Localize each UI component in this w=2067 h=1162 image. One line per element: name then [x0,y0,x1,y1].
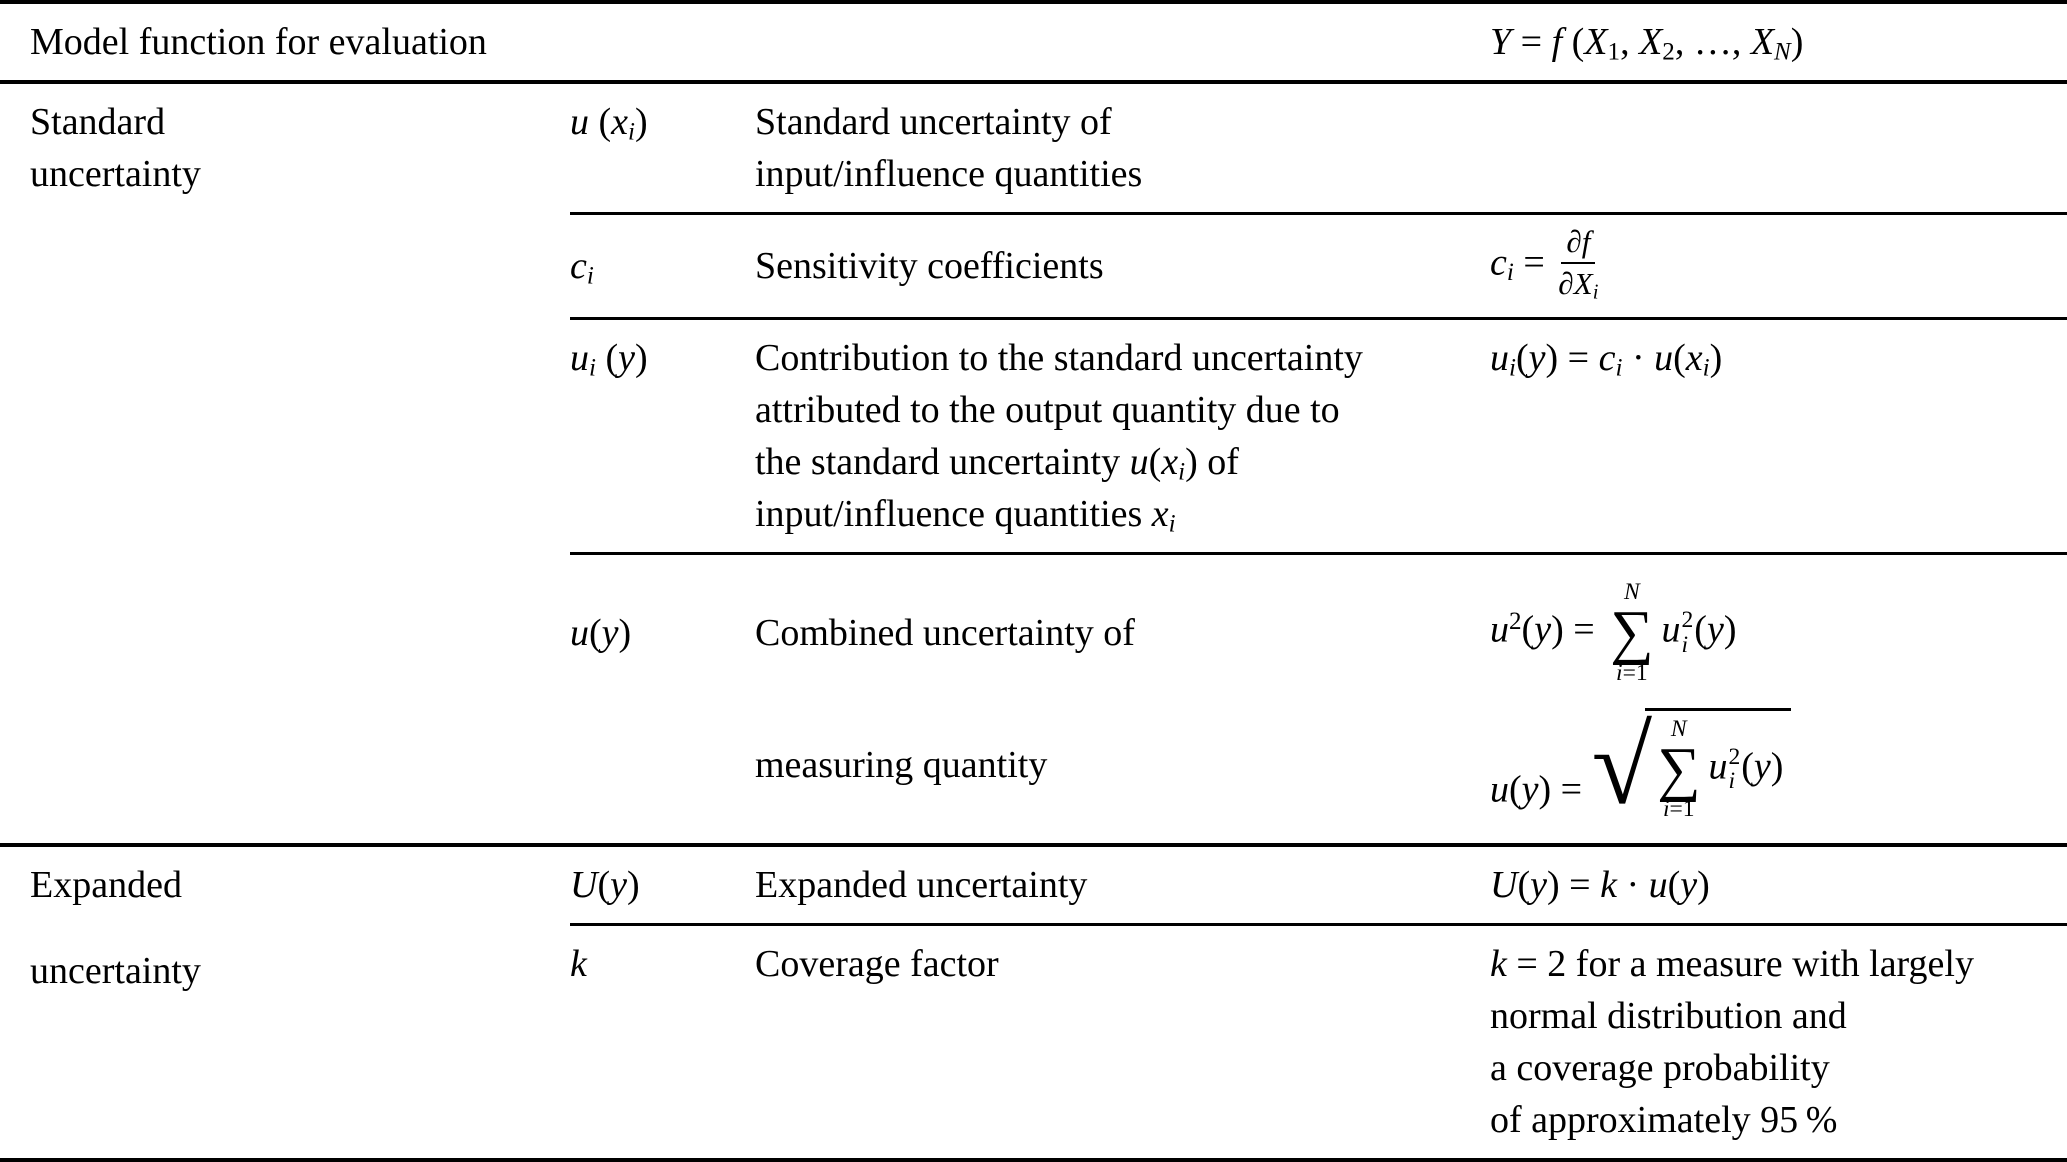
table-header-row: Model function for evaluation Y = f (X1,… [0,4,2067,80]
description-ci: Sensitivity coefficients [755,244,1104,287]
formula-ui-y: ui(y) = ci · u(xi) [1490,336,1723,382]
category-line: Standard [30,101,166,144]
model-function-label: Model function for evaluation [30,21,487,63]
description-line: Combined uncertainty of [755,611,1135,654]
description-U-y: Expanded uncertainty [755,863,1088,906]
row-k: k Coverage factor k = 2 for a measure wi… [570,923,2067,1158]
description-k: Coverage factor [755,943,999,986]
symbol-ui-y: ui (y) [570,336,648,382]
expanded-uncertainty-section: Expanded uncertainty U(y) Expanded uncer… [0,847,2067,1158]
row-ui-y: ui (y) Contribution to the standard unce… [570,316,2067,552]
description-line: measuring quantity [755,743,1048,786]
symbol-k: k [570,943,587,986]
standard-uncertainty-section: Standard uncertainty u (xi) Standard unc… [0,84,2067,843]
row-ci: ci Sensitivity coefficients ci = ∂f∂Xi [570,212,2067,317]
table-bottom-rule [0,1158,2067,1162]
formula-ci: ci = ∂f∂Xi [1490,224,1599,304]
description-line: Contribution to the standard uncertainty [755,336,1363,379]
description-line: attributed to the output quantity due to [755,388,1340,431]
expanded-uncertainty-category: Expanded uncertainty [30,847,570,1158]
description-u-xi: Standard uncertainty of input/influence … [755,96,1490,200]
category-line: Expanded [30,863,182,906]
standard-uncertainty-rows: u (xi) Standard uncertainty of input/inf… [570,84,2067,843]
row-u-xi: u (xi) Standard uncertainty of input/inf… [570,84,2067,212]
standard-uncertainty-category: Standard uncertainty [30,84,570,843]
description-line: input/influence quantities [755,153,1143,196]
description-line: Standard uncertainty of [755,101,1112,144]
header-divider-rule [0,80,2067,85]
row-u-y: u(y) Combined uncertainty of u2(y) = N∑i… [570,551,2067,843]
description-line: input/influence quantities xi [755,492,1176,538]
table-top-rule [0,0,2067,4]
symbol-u-y: u(y) [570,611,632,654]
section-divider-rule [0,842,2067,847]
description-line: the standard uncertainty u(xi) of [755,440,1239,486]
symbol-U-y: U(y) [570,863,640,906]
category-line: uncertainty [30,153,201,196]
description-ui-y: Contribution to the standard uncertainty… [755,332,1490,540]
expanded-uncertainty-rows: U(y) Expanded uncertainty U(y) = k · u(y… [570,847,2067,1158]
symbol-u-xi: u (xi) [570,101,648,146]
row-U-y: U(y) Expanded uncertainty U(y) = k · u(y… [570,847,2067,923]
model-function-formula: Y = f (X1, X2, …, XN) [1490,21,1804,66]
formula-U-y: U(y) = k · u(y) [1490,863,1710,906]
symbol-ci: ci [570,244,594,290]
category-line: uncertainty [30,950,201,993]
